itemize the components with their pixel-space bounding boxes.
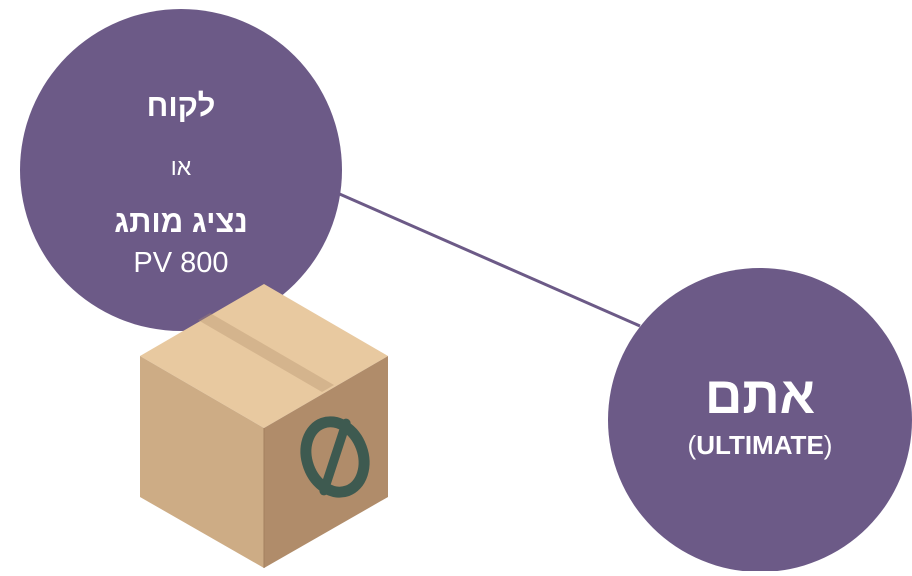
paren-open: (	[687, 430, 697, 460]
shipping-box-icon	[140, 284, 388, 568]
brand-logo-icon	[300, 416, 370, 498]
you-circle	[608, 268, 912, 572]
brand-rep-title: נציג מותג	[114, 204, 248, 239]
customer-title: לקוח	[146, 88, 216, 123]
ultimate-label: ULTIMATE	[696, 430, 824, 460]
you-title: אתם	[704, 367, 816, 425]
pv-label: PV 800	[133, 247, 229, 279]
paren-close: )	[823, 430, 833, 460]
or-label: או	[170, 154, 192, 180]
you-subtitle: (ULTIMATE)	[620, 430, 900, 461]
connector-line	[334, 190, 641, 328]
customer-circle	[20, 9, 342, 331]
